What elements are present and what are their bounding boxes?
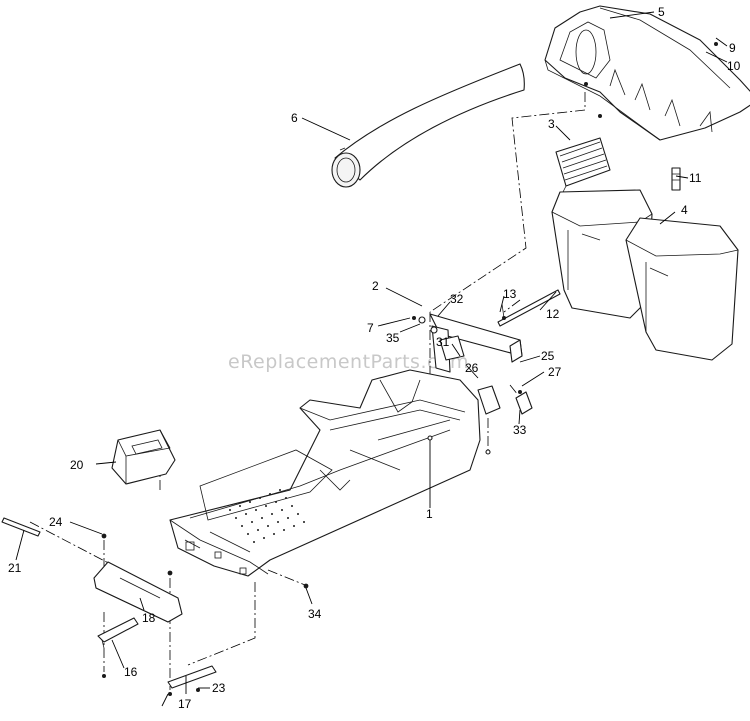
callout-35: 35 <box>386 331 400 345</box>
mount-bracket-assembly <box>412 313 523 415</box>
callout-33: 34 <box>308 607 322 621</box>
callout-labels: 5 9 10 6 3 11 4 2 32 13 12 7 35 31 25 26… <box>8 5 741 711</box>
chute-tube-part-6 <box>331 63 525 188</box>
hitch-plate-part-18 <box>93 561 183 623</box>
callout-13: 13 <box>503 287 517 301</box>
clip-part-32 <box>515 391 533 415</box>
callout-7: 7 <box>367 321 374 335</box>
callout-1: 1 <box>426 507 433 521</box>
callout-24: 24 <box>49 515 63 529</box>
callout-11: 11 <box>689 171 702 185</box>
callout-16: 16 <box>124 665 138 679</box>
frame-part-1 <box>169 369 491 577</box>
callout-6: 6 <box>291 111 298 125</box>
bags-part-4 <box>551 189 739 361</box>
callout-20: 20 <box>70 458 84 472</box>
alignment-lines <box>29 92 586 690</box>
bracket-part-17 <box>167 665 217 696</box>
callout-30: 31 <box>436 335 450 349</box>
callout-26: 26 <box>465 361 479 375</box>
deck-perforations <box>229 489 305 543</box>
screen-part-3 <box>555 137 611 195</box>
hood-part-5 <box>544 5 750 141</box>
callout-25: 25 <box>541 349 555 363</box>
callout-3: 3 <box>548 117 555 131</box>
rod-part-12 <box>497 289 561 327</box>
weight-part-20 <box>111 429 176 485</box>
callout-5: 5 <box>658 5 665 19</box>
callout-23: 23 <box>212 681 226 695</box>
callout-4: 4 <box>681 203 688 217</box>
callout-21: 21 <box>8 561 22 575</box>
callout-27: 27 <box>548 365 562 379</box>
watermark: eReplacementParts.com <box>228 351 469 373</box>
callout-17: 17 <box>178 697 192 711</box>
callout-32: 33 <box>513 423 527 437</box>
hitch-rod-part-21 <box>1 517 41 537</box>
bracket-part-16 <box>97 617 139 678</box>
callout-10: 10 <box>727 59 741 73</box>
callout-9: 9 <box>729 41 736 55</box>
callout-18: 18 <box>142 611 156 625</box>
latch-part-11 <box>671 167 681 191</box>
callout-2: 2 <box>372 279 379 293</box>
callout-12: 12 <box>546 307 560 321</box>
hardware-dots <box>101 42 718 589</box>
pin-part-13 <box>501 303 506 320</box>
callout-31: 32 <box>450 292 464 306</box>
leader-lines <box>15 11 728 707</box>
